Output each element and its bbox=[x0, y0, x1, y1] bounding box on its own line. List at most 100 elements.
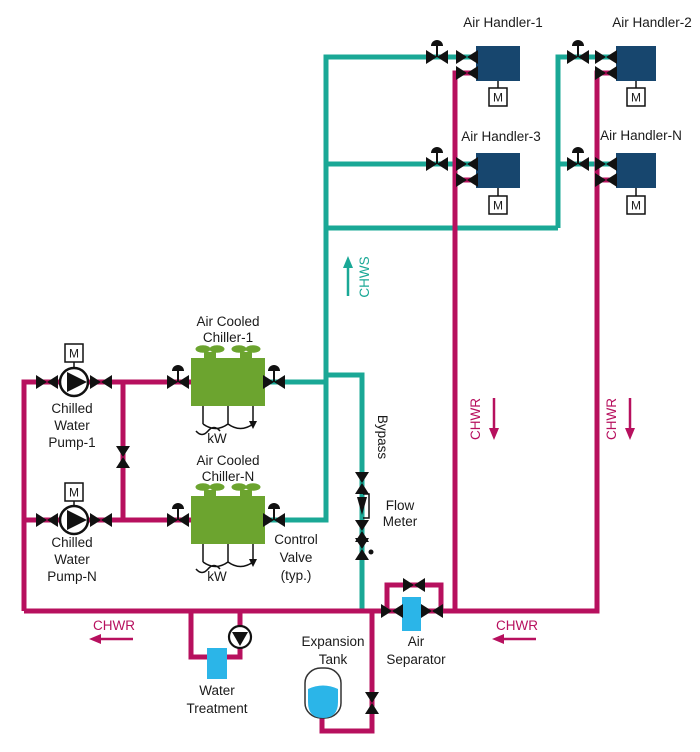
air-handler-1-unit bbox=[476, 46, 520, 81]
chilled-water-pump-1-icon bbox=[58, 366, 90, 398]
pumpn-discharge-valve-icon bbox=[90, 513, 112, 527]
chws-up-arrowhead bbox=[343, 256, 353, 268]
chillern-fan-icon bbox=[231, 483, 261, 496]
flow-meter-label-line1: Flow bbox=[386, 498, 415, 513]
flow-meter-label-line2: Meter bbox=[383, 514, 418, 529]
pump-1-label-line1: Chilled bbox=[51, 401, 92, 416]
chiller-1-label-line1: Air Cooled bbox=[196, 314, 259, 329]
ah1-motor-label: M bbox=[493, 91, 503, 105]
chiller-1-label-line2: Chiller-1 bbox=[203, 330, 253, 345]
air-handler-2-unit bbox=[616, 46, 656, 81]
chillern-fan-icon bbox=[195, 483, 225, 496]
chwr-flow-label-bottomright: CHWR bbox=[496, 618, 538, 633]
flow-arrows bbox=[89, 256, 635, 644]
chillern-outlet-valve-icon bbox=[262, 502, 286, 528]
ah1-control-valve-icon bbox=[425, 39, 449, 65]
air-handler-n-label: Air Handler-N bbox=[600, 128, 682, 143]
ah2-control-valve-icon bbox=[566, 39, 590, 65]
chwr-ah2-riser-and-bottom-header bbox=[24, 70, 616, 614]
chwr-down-arrowhead-left bbox=[489, 428, 499, 440]
air-handler-3-unit bbox=[476, 153, 520, 188]
chws-flow-label: CHWS bbox=[357, 256, 372, 297]
air-separator-bypass-valve-icon bbox=[403, 578, 425, 592]
chilled-water-pump-n-icon bbox=[58, 504, 90, 536]
expansion-tank-label-line1: Expansion bbox=[301, 634, 364, 649]
labels: Air Handler-1 Air Handler-2 Air Handler-… bbox=[47, 15, 692, 716]
air-handler-3-label: Air Handler-3 bbox=[461, 129, 541, 144]
pumpn-motor-label: M bbox=[69, 486, 79, 500]
ah1-motor-box bbox=[488, 87, 508, 107]
crossover-valve-icon bbox=[116, 446, 130, 468]
chillern-inlet-valve-icon bbox=[166, 502, 190, 528]
chiller1-outlet-valve-icon bbox=[262, 364, 286, 390]
ahn-return-valve-icon bbox=[595, 173, 617, 187]
water-treatment-label-line1: Water bbox=[199, 683, 235, 698]
pumpn-motor-box bbox=[64, 482, 84, 502]
ah1-return-valve-icon bbox=[456, 66, 478, 80]
chiller-n-label-line1: Air Cooled bbox=[196, 453, 259, 468]
water-treatment-unit bbox=[207, 648, 227, 679]
air-separator-label-line2: Separator bbox=[386, 652, 446, 667]
chwr-flow-label-bottomleft: CHWR bbox=[93, 618, 135, 633]
ah3-motor-label: M bbox=[493, 199, 503, 213]
air-separator-label-line1: Air bbox=[408, 634, 425, 649]
flow-meter-drain-valve-icon bbox=[355, 538, 369, 560]
ahn-motor-box bbox=[626, 195, 646, 215]
ah1-supply-valve-icon bbox=[456, 50, 478, 64]
control-valve-label-line3: (typ.) bbox=[281, 568, 312, 583]
ahn-motor-label: M bbox=[631, 199, 641, 213]
pump1-motor-box bbox=[64, 343, 84, 363]
chwr-flow-label-right: CHWR bbox=[604, 398, 619, 440]
air-separator-unit bbox=[402, 597, 421, 631]
chiller-n-kw-label: kW bbox=[207, 569, 227, 584]
expansion-tank-label-line2: Tank bbox=[319, 652, 348, 667]
control-valve-label-line2: Valve bbox=[280, 550, 313, 565]
flow-meter-upper-valve-icon bbox=[355, 472, 369, 494]
chiller-1-unit bbox=[191, 358, 265, 406]
pump1-discharge-valve-icon bbox=[90, 375, 112, 389]
ahn-supply-valve-icon bbox=[595, 157, 617, 171]
chwr-down-arrowhead-right bbox=[625, 428, 635, 440]
control-valve-label-line1: Control bbox=[274, 532, 318, 547]
pump-1-label-line3: Pump-1 bbox=[48, 435, 95, 450]
air-handler-1-label: Air Handler-1 bbox=[463, 15, 543, 30]
ah2-return-valve-icon bbox=[595, 66, 617, 80]
chwr-left-arrowhead-bottomleft bbox=[89, 634, 101, 644]
chiller1-fan-icon bbox=[231, 345, 261, 358]
ah2-motor-box bbox=[626, 87, 646, 107]
air-separator-inlet-valve-icon bbox=[381, 604, 403, 618]
air-handler-n-unit bbox=[616, 153, 656, 188]
chwr-ah1-riser bbox=[452, 70, 476, 611]
pump-n-label-line1: Chilled bbox=[51, 535, 92, 550]
expansion-tank-line bbox=[319, 611, 375, 734]
chws-supply-piping bbox=[263, 54, 616, 611]
bypass-label: Bypass bbox=[375, 415, 390, 460]
pump1-motor-label: M bbox=[69, 347, 79, 361]
ah2-motor-label: M bbox=[631, 91, 641, 105]
water-treatment-pump-icon bbox=[227, 624, 253, 650]
flow-meter-device-icon bbox=[357, 493, 374, 555]
water-treatment-label-line2: Treatment bbox=[186, 701, 247, 716]
pump1-suction-line bbox=[21, 379, 191, 611]
pumpn-suction-valve-icon bbox=[36, 513, 58, 527]
chwr-left-arrowhead-bottomright bbox=[492, 634, 504, 644]
pump1-suction-valve-icon bbox=[36, 375, 58, 389]
pump-n-label-line2: Water bbox=[54, 552, 90, 567]
pump-n-label-line3: Pump-N bbox=[47, 569, 97, 584]
chiller1-fan-icon bbox=[195, 345, 225, 358]
air-handler-2-label: Air Handler-2 bbox=[612, 15, 692, 30]
pump-1-label-line2: Water bbox=[54, 418, 90, 433]
ah3-return-valve-icon bbox=[456, 173, 478, 187]
chwr-flow-label-left: CHWR bbox=[468, 398, 483, 440]
ah3-supply-valve-icon bbox=[456, 157, 478, 171]
chws-riser-and-ah1-feed bbox=[263, 54, 476, 523]
ah3-motor-box bbox=[488, 195, 508, 215]
expansion-tank-water bbox=[308, 685, 338, 718]
ah2-supply-valve-icon bbox=[595, 50, 617, 64]
motor-connections: M M M M M M bbox=[64, 81, 646, 506]
ah3-control-valve-icon bbox=[425, 146, 449, 172]
ahn-control-valve-icon bbox=[566, 146, 590, 172]
chiller-n-label-line2: Chiller-N bbox=[202, 469, 255, 484]
